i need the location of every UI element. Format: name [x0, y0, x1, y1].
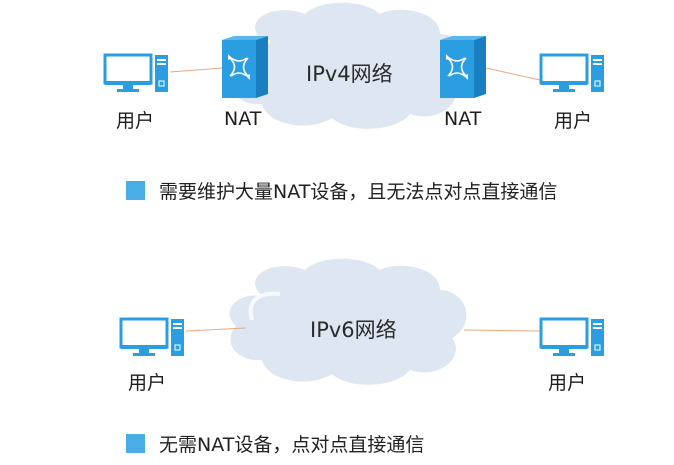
- link-left-user-nat: [169, 67, 223, 73]
- nat-device-icon: [440, 36, 486, 98]
- link-cloud-right-user: [463, 329, 541, 332]
- desktop-computer-icon: [539, 53, 604, 92]
- ipv6-note: 无需NAT设备，点对点直接通信: [126, 430, 424, 457]
- bullet-square-icon: [126, 181, 145, 200]
- ipv4-left-nat-label: NAT: [224, 108, 262, 130]
- ipv4-right-nat-label: NAT: [444, 108, 482, 130]
- ipv4-left-user-label: 用户: [116, 110, 155, 132]
- nat-device-icon: [222, 36, 268, 98]
- ipv4-right-user-label: 用户: [554, 110, 593, 132]
- ipv4-cloud-label: IPv4网络: [306, 62, 393, 86]
- ipv6-cloud-label: IPv6网络: [310, 318, 397, 342]
- link-right-nat-user: [485, 67, 541, 81]
- bullet-square-icon: [126, 434, 145, 453]
- desktop-computer-icon: [539, 317, 604, 356]
- ipv4-note: 需要维护大量NAT设备，且无法点对点直接通信: [126, 177, 557, 204]
- ipv6-right-user-label: 用户: [548, 372, 587, 394]
- link-left-user-cloud: [185, 327, 247, 332]
- ipv6-left-user-label: 用户: [128, 372, 167, 394]
- ipv6-note-text: 无需NAT设备，点对点直接通信: [159, 434, 425, 456]
- ipv4-note-text: 需要维护大量NAT设备，且无法点对点直接通信: [159, 181, 558, 203]
- desktop-computer-icon: [103, 53, 168, 92]
- desktop-computer-icon: [119, 317, 184, 356]
